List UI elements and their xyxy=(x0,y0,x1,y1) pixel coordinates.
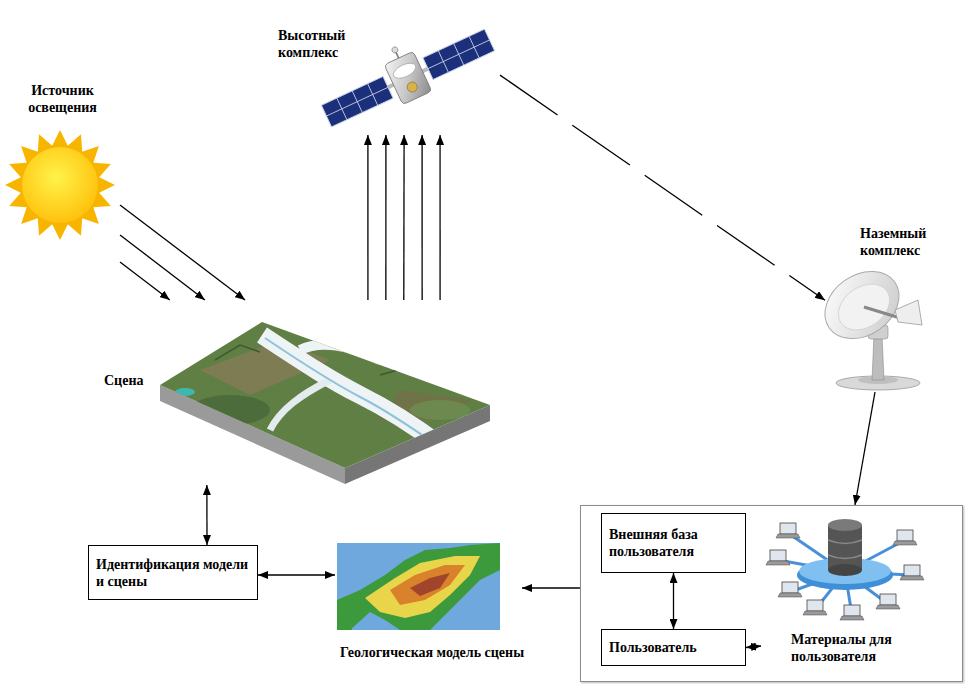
geology-map xyxy=(337,543,500,630)
satellite-icon xyxy=(423,29,495,79)
connector-arrow xyxy=(403,135,405,300)
server-network-icon xyxy=(840,605,864,620)
geology-model: Геологическая модель сцены xyxy=(335,540,522,680)
geology-map xyxy=(337,543,500,630)
satellite-icon xyxy=(423,29,495,79)
terrain-block xyxy=(175,388,195,396)
dish-antenna-icon xyxy=(812,257,922,390)
connector-arrow xyxy=(258,574,335,575)
server-network-icon xyxy=(778,582,802,597)
satellite-icon xyxy=(321,76,393,126)
geology-map xyxy=(365,556,480,618)
scene: Сцена xyxy=(100,300,490,485)
connector-arrow xyxy=(421,135,422,300)
server-network-icon xyxy=(766,550,790,565)
terrain-block xyxy=(215,345,430,380)
server-network-icon xyxy=(828,525,862,570)
satellite-icon xyxy=(384,51,432,104)
terrain-block xyxy=(300,345,380,360)
server-network-icon xyxy=(766,519,924,620)
user-system-panel: Внешняя база пользователяПользователь Мат… xyxy=(580,505,963,682)
process-box: Идентификация модели и сцены xyxy=(88,545,258,600)
satellite-icon xyxy=(321,76,393,126)
satellite-icon xyxy=(406,80,419,93)
light-source: Источник освещения xyxy=(5,82,120,272)
connector-arrow xyxy=(385,135,386,300)
geology-map xyxy=(337,615,352,630)
satellite: Высотный комплекс xyxy=(278,22,500,135)
dish-antenna-icon xyxy=(812,257,912,352)
server-network-icon xyxy=(893,530,917,545)
process-box: Внешняя база пользователя xyxy=(601,513,746,573)
node-label: Геологическая модель сцены xyxy=(340,644,525,661)
process-box: Пользователь xyxy=(601,629,746,666)
connector-arrow xyxy=(673,573,674,629)
satellite-icon xyxy=(391,46,399,54)
node-label: Источник освещения xyxy=(5,82,120,116)
terrain-block xyxy=(175,335,470,446)
sun-icon xyxy=(5,130,115,240)
terrain-block xyxy=(265,338,438,446)
geology-map xyxy=(337,543,500,630)
terrain-block xyxy=(160,322,490,468)
dish-antenna-icon xyxy=(872,335,884,380)
terrain-block xyxy=(270,380,330,430)
connector-arrow xyxy=(120,262,170,300)
server-network-icon xyxy=(828,540,862,559)
terrain-block xyxy=(410,400,470,420)
connector-arrow xyxy=(439,135,440,300)
terrain-block xyxy=(190,395,270,425)
user-materials: Материалы для пользователя xyxy=(761,513,936,676)
box-label: Идентификация модели и сцены xyxy=(96,556,250,590)
connector-arrow xyxy=(855,392,875,505)
ground-station: Наземный комплекс xyxy=(825,222,950,392)
connector-arrow xyxy=(522,587,580,588)
node-label: Материалы для пользователя xyxy=(791,631,931,665)
dish-antenna-icon xyxy=(895,300,922,325)
node-label: Сцена xyxy=(104,372,164,389)
connector-arrow xyxy=(367,135,368,300)
connector-arrow xyxy=(746,646,761,647)
server-network-icon xyxy=(900,565,924,580)
server-network-icon xyxy=(803,600,827,615)
sun-icon xyxy=(5,130,115,240)
connector-arrow xyxy=(120,235,205,300)
server-network-icon xyxy=(876,594,900,609)
sun-icon xyxy=(22,147,98,223)
box-label: Внешняя база пользователя xyxy=(609,526,738,560)
server-network-icon xyxy=(828,519,862,531)
box-label: Пользователь xyxy=(609,639,738,656)
node-label: Наземный комплекс xyxy=(860,225,950,259)
server-network-icon xyxy=(776,523,800,538)
server-network-icon xyxy=(828,564,862,576)
connector-arrow xyxy=(206,485,207,545)
connector-arrow xyxy=(120,205,245,300)
geology-map xyxy=(390,565,465,605)
satellite-icon xyxy=(391,60,418,81)
connector-arrow xyxy=(500,75,825,300)
geology-map xyxy=(410,573,450,596)
terrain-block xyxy=(262,335,440,445)
terrain-block xyxy=(160,322,490,484)
dish-antenna-icon xyxy=(864,307,900,318)
node-label: Высотный комплекс xyxy=(278,27,388,61)
